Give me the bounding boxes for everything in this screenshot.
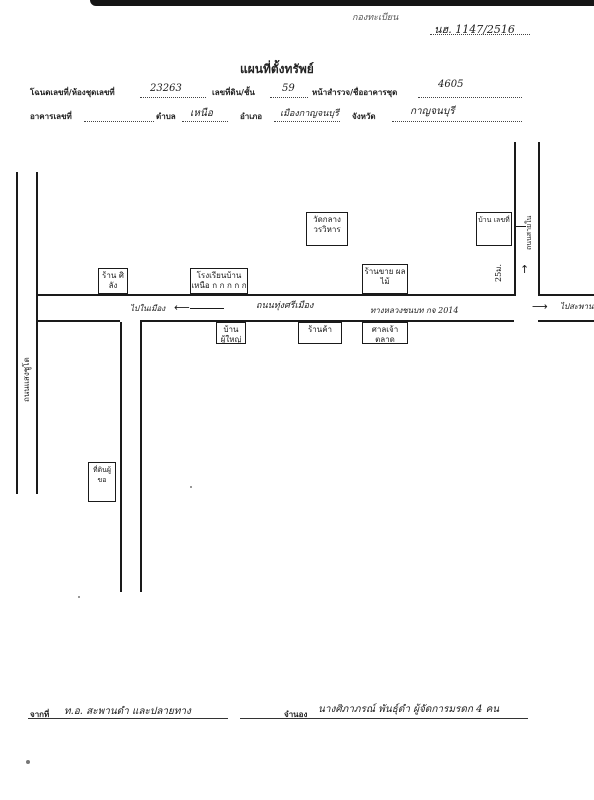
- from-value: ท.อ. สะพานดำ และปลายทาง: [64, 706, 191, 717]
- left-arrow-label: ไปในเมือง: [130, 304, 166, 313]
- school-box: โรงเรียนบ้าน เหนือ ก ก ก ก ก: [190, 268, 248, 294]
- page-value: 4605: [438, 79, 464, 90]
- south-road-line-1: [120, 322, 122, 592]
- ref-number: นฮ. 1147/2516: [434, 23, 515, 36]
- east-road-bottom-line: [538, 320, 594, 322]
- main-road-top-line: [38, 294, 514, 296]
- subdistrict-label: ตำบล: [156, 112, 176, 121]
- north-road-line-2: [538, 142, 540, 296]
- speck-1: [78, 596, 80, 598]
- left-arrow-shaft: [190, 308, 224, 309]
- province-underline: [392, 121, 522, 122]
- distance-label: 25ม.: [494, 264, 503, 282]
- alley-label: ทางหลวงชนบท กจ 2014: [370, 306, 459, 315]
- north-pointer-line: [516, 226, 526, 227]
- main-road-label: ถนนทุ่งศรีเมือง: [256, 301, 314, 311]
- shrine-box-south-3: ศาลเจ้า ตลาด: [362, 322, 408, 344]
- up-arrow-icon: ↑: [520, 263, 530, 276]
- speck-3: [26, 760, 30, 764]
- north-road-line-1: [514, 142, 516, 296]
- left-road-line-2: [36, 172, 38, 494]
- district-underline: [274, 121, 340, 122]
- page-title: แผนที่ตั้งทรัพย์: [240, 62, 314, 76]
- to-underline: [240, 718, 528, 719]
- east-road-top-line: [538, 294, 594, 296]
- temple-box: วัดกลาง วรวิหาร: [306, 212, 348, 246]
- right-arrow-label: ไปสะพานดำ: [560, 302, 594, 311]
- plot-box: ที่ดินผู้ขอ: [88, 462, 116, 502]
- right-arrow-icon: ⟶: [532, 300, 548, 313]
- scan-edge: [90, 0, 594, 6]
- to-value: นางศิภาภรณ์ พันธุ์ดำ ผู้จัดการมรดก 4 คน: [318, 704, 500, 715]
- fruit-shop-box: ร้านขาย ผลไม้: [362, 264, 408, 294]
- deed-value: 23263: [150, 83, 182, 94]
- ref-underline: [430, 34, 530, 35]
- from-label: จากที่: [30, 710, 50, 719]
- ref-prefix: กองทะเบียน: [352, 13, 399, 23]
- house-box-north: บ้าน เลขที่: [476, 212, 512, 246]
- page-underline: [418, 97, 522, 98]
- district-value: เมืองกาญจนบุรี: [280, 109, 339, 119]
- shop-box-south-2: ร้านค้า: [298, 322, 342, 344]
- subdistrict-value: เหนือ: [190, 108, 213, 119]
- left-road-line-1: [16, 172, 18, 494]
- speck-2: [190, 486, 192, 488]
- subdistrict-underline: [182, 121, 228, 122]
- to-label: จำนอง: [284, 710, 308, 719]
- south-road-line-2: [140, 322, 142, 592]
- page-label: หน้าสำรวจ/ชื่ออาคารชุด: [312, 88, 398, 97]
- province-label: จังหวัด: [352, 112, 376, 121]
- building-label: อาคารเลขที่: [30, 112, 72, 121]
- land-value: 59: [282, 83, 295, 94]
- building-underline: [84, 121, 154, 122]
- shop-box-1: ร้าน ศิลัง: [98, 268, 128, 294]
- district-label: อำเภอ: [240, 112, 263, 121]
- land-underline: [270, 97, 308, 98]
- main-road-bottom-line-a: [38, 320, 120, 322]
- deed-label: โฉนดเลขที่/ห้องชุดเลขที่: [30, 88, 115, 97]
- north-road-label: ถนนสายใน: [525, 215, 533, 250]
- left-road-label: ถนนแสงชูโต: [22, 357, 31, 402]
- deed-underline: [140, 97, 206, 98]
- main-road-bottom-line-b: [140, 320, 514, 322]
- land-label: เลขที่ดิน/ชั้น: [212, 88, 255, 97]
- house-box-south-1: บ้าน ผู้ใหญ่: [216, 322, 246, 344]
- province-value: กาญจนบุรี: [410, 106, 455, 117]
- left-arrow-icon: ⟵: [174, 301, 190, 314]
- from-underline: [28, 718, 228, 719]
